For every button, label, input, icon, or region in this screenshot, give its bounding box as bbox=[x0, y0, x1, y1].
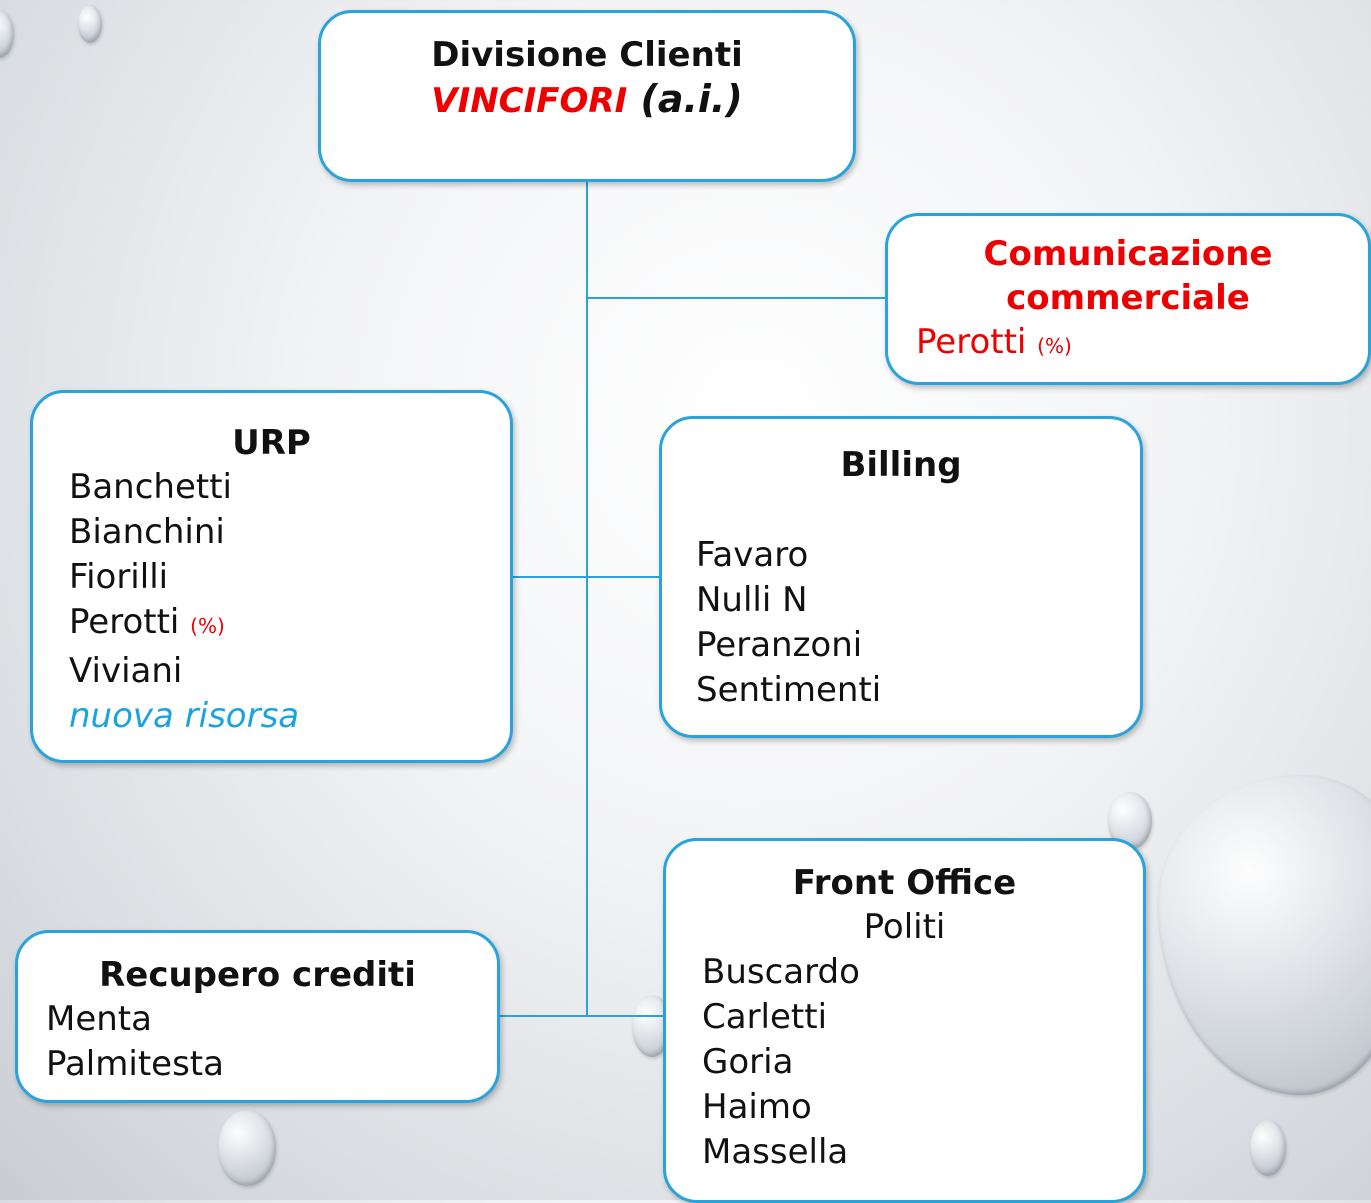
urp-member-name: Perotti bbox=[69, 602, 180, 642]
billing-member: Sentimenti bbox=[696, 670, 882, 710]
front-office-member: Buscardo bbox=[702, 952, 860, 992]
urp-title: URP bbox=[232, 423, 311, 463]
front-office-member: Haimo bbox=[702, 1087, 812, 1127]
billing-member: Peranzoni bbox=[696, 625, 863, 665]
comunicazione-member-note: (%) bbox=[1037, 334, 1072, 358]
front-office-member: Massella bbox=[702, 1132, 849, 1172]
water-drop bbox=[1250, 1120, 1286, 1176]
comunicazione-title: Comunicazione commerciale bbox=[983, 234, 1273, 318]
comunicazione-member-name: Perotti bbox=[916, 322, 1027, 362]
recupero-member: Palmitesta bbox=[46, 1044, 224, 1084]
divisione-title: Divisione Clienti bbox=[431, 35, 743, 75]
billing-title: Billing bbox=[840, 445, 962, 485]
water-drop bbox=[78, 5, 102, 43]
comunicazione-commerciale-box: Comunicazione commerciale Perotti (%) bbox=[885, 213, 1371, 385]
urp-box: URP Banchetti Bianchini Fiorilli Perotti… bbox=[30, 390, 513, 763]
urp-new-resource: nuova risorsa bbox=[69, 696, 300, 736]
front-office-box: Front Office Politi Buscardo Carletti Go… bbox=[663, 838, 1146, 1203]
urp-member-perotti: Perotti (%) bbox=[69, 600, 510, 649]
urp-member: Viviani bbox=[69, 651, 183, 691]
front-office-title: Front Office bbox=[792, 863, 1017, 903]
urp-member: Banchetti bbox=[69, 467, 232, 507]
water-drop bbox=[0, 10, 14, 58]
divisione-head-name: VINCIFORI bbox=[431, 81, 628, 121]
front-office-head: Politi bbox=[863, 907, 946, 947]
divisione-clienti-box: Divisione Clienti VINCIFORI (a.i.) bbox=[318, 10, 856, 182]
front-office-member: Carletti bbox=[702, 997, 828, 1037]
recupero-title: Recupero crediti bbox=[99, 955, 416, 995]
billing-member: Nulli N bbox=[696, 580, 808, 620]
divisione-head: VINCIFORI (a.i.) bbox=[321, 77, 853, 123]
comunicazione-member: Perotti (%) bbox=[888, 320, 1368, 369]
urp-member: Bianchini bbox=[69, 512, 225, 552]
divisione-head-suffix: (a.i.) bbox=[627, 77, 743, 121]
water-drop bbox=[218, 1110, 276, 1186]
urp-member-note: (%) bbox=[190, 614, 225, 638]
billing-member: Favaro bbox=[696, 535, 809, 575]
urp-member: Fiorilli bbox=[69, 557, 169, 597]
recupero-member: Menta bbox=[46, 999, 152, 1039]
billing-box: Billing Favaro Nulli N Peranzoni Sentime… bbox=[659, 416, 1143, 738]
recupero-crediti-box: Recupero crediti Menta Palmitesta bbox=[15, 930, 500, 1103]
front-office-member: Goria bbox=[702, 1042, 794, 1082]
